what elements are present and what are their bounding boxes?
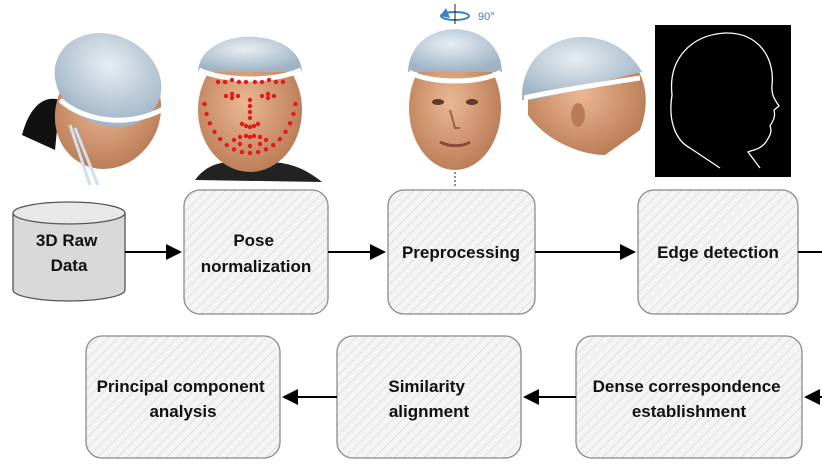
landmark-point [255, 149, 261, 155]
landmark-point [252, 79, 258, 85]
landmark-point [243, 79, 249, 85]
landmark-point [229, 77, 235, 83]
landmark-point [277, 136, 283, 142]
landmark-point [235, 93, 241, 99]
landmark-point [257, 141, 263, 147]
pose-normalization-line-1: Pose [233, 231, 274, 250]
edge-detection-box: Edge detection [637, 189, 799, 315]
landmark-point [215, 79, 221, 85]
landmark-point [247, 124, 253, 130]
landmark-point [247, 109, 253, 115]
head-side-icon [521, 37, 646, 155]
landmark-point [263, 137, 269, 143]
landmark-point [247, 103, 253, 109]
landmark-point [223, 93, 229, 99]
landmark-point [271, 93, 277, 99]
dense-correspondence-box: Dense correspondence establishment [575, 335, 803, 459]
landmark-point [239, 149, 245, 155]
landmark-point [291, 111, 296, 117]
similarity-alignment-box: Similarity alignment [336, 335, 522, 459]
landmark-point [231, 137, 237, 143]
landmark-point [259, 93, 265, 99]
dense-correspondence-label: Dense correspondence establishment [593, 377, 786, 421]
landmark-point [243, 133, 249, 139]
landmark-point [224, 142, 229, 148]
preprocessing-box: Preprocessing [387, 189, 536, 315]
landmark-point [243, 123, 249, 129]
landmark-point [247, 134, 253, 140]
landmark-point [259, 79, 265, 85]
raw-data-line-1: 3D Raw [36, 231, 98, 250]
landmark-point [257, 134, 263, 140]
landmark-point [212, 129, 217, 134]
pca-line-2: analysis [149, 402, 216, 421]
landmark-point [236, 79, 242, 85]
edge-detection-label: Edge detection [657, 243, 779, 262]
landmark-point [217, 136, 223, 142]
landmark-point [280, 79, 286, 85]
landmark-point [266, 77, 272, 83]
pca-box: Principal component analysis [85, 335, 281, 459]
landmark-point [222, 79, 228, 85]
head-scan-icon [22, 33, 167, 186]
landmark-point [247, 97, 253, 103]
pca-line-1: Principal component [97, 377, 265, 396]
similarity-alignment-label: Similarity alignment [388, 377, 469, 421]
landmark-point [237, 134, 243, 140]
landmark-point [237, 141, 243, 147]
landmark-point [283, 129, 288, 134]
landmark-point [271, 142, 276, 148]
raw-data-label: 3D Raw Data [36, 231, 102, 275]
landmark-point [293, 101, 298, 107]
landmark-point [202, 101, 207, 107]
landmark-point [207, 121, 213, 126]
preprocessing-label: Preprocessing [402, 243, 520, 262]
rotation-label: 90° [478, 11, 495, 23]
landmark-point [231, 147, 237, 152]
landmark-point [255, 121, 261, 127]
edge-detection-line-1: Edge detection [657, 243, 779, 262]
pose-normalization-box: Pose normalization [183, 189, 329, 315]
pose-normalization-line-2: normalization [201, 257, 312, 276]
landmark-point [287, 121, 293, 126]
head-front-icon [407, 29, 503, 170]
similarity-alignment-line-2: alignment [389, 402, 470, 421]
landmark-point [251, 133, 257, 139]
edge-map-icon [655, 25, 791, 177]
landmark-point [229, 91, 235, 97]
preprocessing-line-1: Preprocessing [402, 243, 520, 262]
dense-correspondence-line-2: establishment [632, 402, 747, 421]
similarity-alignment-line-1: Similarity [388, 377, 465, 396]
landmark-point [239, 121, 245, 127]
pca-label: Principal component analysis [97, 377, 270, 421]
pose-normalization-label: Pose normalization [201, 231, 312, 276]
rotation-icon [440, 4, 470, 186]
landmark-point [204, 111, 209, 117]
raw-data-line-2: Data [51, 256, 88, 275]
landmark-point [247, 143, 253, 149]
landmark-point [265, 95, 271, 101]
landmark-point [251, 123, 257, 129]
landmark-point [273, 79, 279, 85]
raw-data-cylinder: 3D Raw Data [12, 201, 126, 302]
landmark-point [247, 115, 253, 121]
landmark-point [265, 91, 271, 97]
landmark-point [247, 150, 253, 156]
head-landmarks-icon [195, 36, 322, 182]
landmark-point [229, 95, 235, 101]
landmark-point [263, 147, 269, 152]
dense-correspondence-line-1: Dense correspondence [593, 377, 781, 396]
